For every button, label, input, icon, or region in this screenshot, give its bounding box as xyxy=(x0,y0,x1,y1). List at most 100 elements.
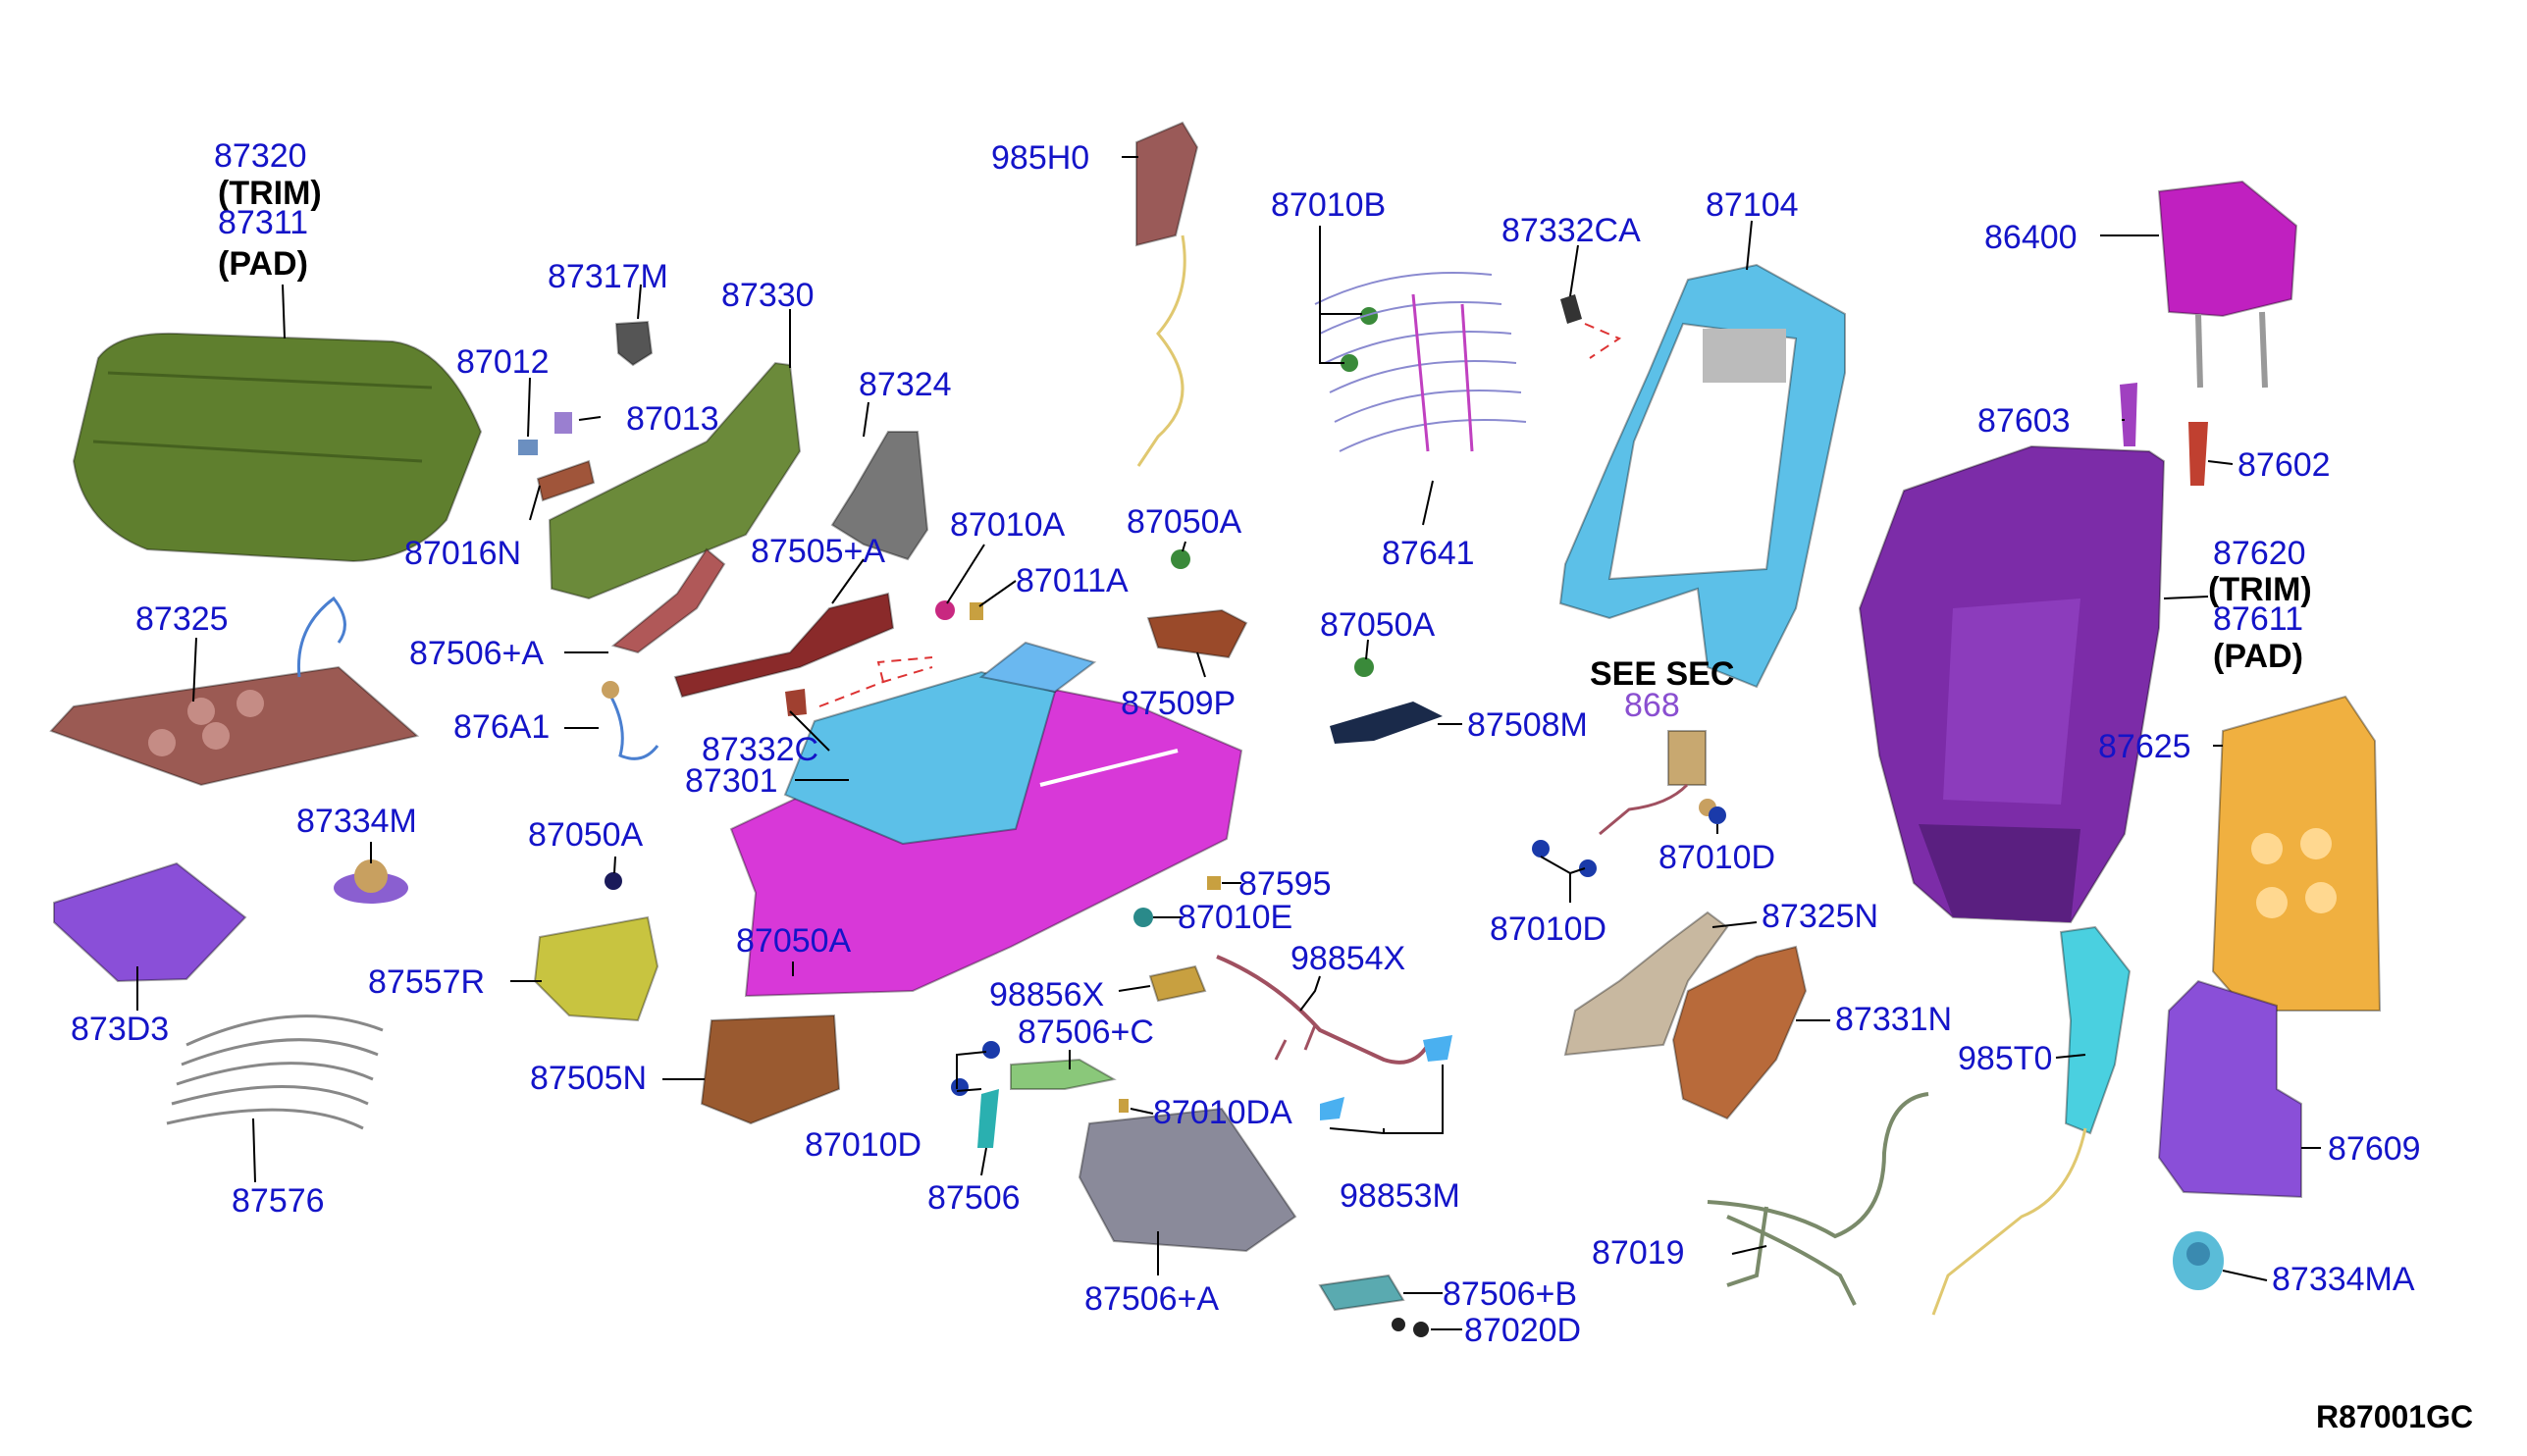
label-87311-pad: (PAD) xyxy=(218,245,308,283)
sensor-87334ma-part xyxy=(2173,1231,2224,1290)
bolt-87050a-3-part xyxy=(1171,549,1190,569)
clip-87010da-part xyxy=(1119,1099,1129,1113)
label-87641: 87641 xyxy=(1382,535,1475,572)
label-87506a-1: 87506+A xyxy=(409,635,544,672)
label-87332ca: 87332CA xyxy=(1501,212,1641,249)
clip-98853m-2-part xyxy=(1423,1035,1452,1062)
clip-87595-part xyxy=(1207,876,1221,890)
heater-wire xyxy=(296,596,346,678)
pad-87625-part xyxy=(2211,695,2382,1012)
see-sec-number: 868 xyxy=(1624,687,1680,724)
harness-87019-part xyxy=(1707,1092,1929,1306)
label-87311: 87311 xyxy=(218,204,308,241)
airbag-985t0-part xyxy=(2059,925,2132,1135)
callout-labels: 87320 (TRIM) 87311 (PAD) 87317M 87330 87… xyxy=(71,137,2473,1434)
label-87012: 87012 xyxy=(456,343,550,381)
bracket-87506-part xyxy=(977,1089,999,1148)
label-87020d: 87020D xyxy=(1464,1312,1581,1349)
cover-87505n-part xyxy=(700,1014,841,1125)
plate-87506a-2-part xyxy=(1078,1107,1297,1253)
label-87325: 87325 xyxy=(135,600,229,638)
seat-back-87620-part xyxy=(1858,444,2166,924)
plate-87508m-part xyxy=(1330,702,1443,744)
label-87324: 87324 xyxy=(859,366,952,403)
label-87506: 87506 xyxy=(927,1179,1021,1217)
label-87019: 87019 xyxy=(1592,1234,1685,1272)
seat-cushion-part xyxy=(72,332,483,563)
bracket-87506b-part xyxy=(1318,1274,1405,1312)
label-86400: 86400 xyxy=(1984,219,2078,256)
label-87611-pad: (PAD) xyxy=(2213,638,2303,675)
bolt-87050a-1-part xyxy=(605,872,622,890)
bracket-87325n-part xyxy=(1563,910,1729,1057)
see-sec-note: SEE SEC xyxy=(1590,655,1734,693)
bolt-87010e-part xyxy=(1133,908,1153,927)
label-87602: 87602 xyxy=(2237,446,2331,484)
label-87016n: 87016N xyxy=(404,535,521,572)
bolt-87020d-part xyxy=(1413,1322,1429,1337)
side-cover-87331n-part xyxy=(1671,945,1808,1120)
clip-87317m-part xyxy=(614,320,654,367)
seat-frame-87301-part xyxy=(729,641,1243,998)
spring-mat-87641-part xyxy=(1314,272,1527,452)
cover-87324-part xyxy=(830,431,929,561)
label-87325n: 87325N xyxy=(1762,898,1878,935)
dashed-guides xyxy=(818,323,1622,707)
side-panel-87330-part xyxy=(548,361,802,600)
label-87609: 87609 xyxy=(2328,1130,2421,1168)
label-98856x: 98856X xyxy=(989,976,1104,1014)
bracket-87506c-part xyxy=(1010,1058,1117,1090)
label-87010b: 87010B xyxy=(1271,186,1386,224)
label-87506b: 87506+B xyxy=(1443,1275,1577,1313)
label-87334ma: 87334MA xyxy=(2272,1261,2415,1298)
airbag-985t0-wire xyxy=(1931,1127,2087,1316)
label-87332c: 87332C xyxy=(702,731,818,768)
label-87505n: 87505N xyxy=(530,1060,647,1097)
label-985t0: 985T0 xyxy=(1958,1040,2052,1077)
label-87010da: 87010DA xyxy=(1153,1094,1292,1131)
bolt-87010d-2-part xyxy=(1709,806,1726,824)
label-87010a: 87010A xyxy=(950,506,1066,544)
label-87320: 87320 xyxy=(214,137,307,175)
lumbar-868-part xyxy=(1599,730,1716,836)
label-87050a-2: 87050A xyxy=(736,922,852,960)
clip-87332ca-part xyxy=(1560,294,1582,324)
bracket-87509p-part xyxy=(1146,608,1248,659)
diagram-code: R87001GC xyxy=(2316,1399,2473,1434)
label-87603: 87603 xyxy=(1977,402,2071,440)
label-87320-trim: (TRIM) xyxy=(218,175,322,212)
label-87505a: 87505+A xyxy=(751,533,885,570)
heater-mat-holes xyxy=(148,690,264,756)
airbag-985h0-wire xyxy=(1136,234,1186,467)
label-87625: 87625 xyxy=(2098,728,2191,765)
plate-873d3-part xyxy=(53,861,247,983)
bracket-87505a-part xyxy=(673,592,895,699)
label-87509p: 87509P xyxy=(1121,685,1236,722)
guide-87602-part xyxy=(2188,422,2208,486)
label-87010e: 87010E xyxy=(1178,899,1292,936)
clip-87332c-part xyxy=(785,689,807,716)
connector-98856x-part xyxy=(1148,964,1207,1003)
clip-98853m-1-part xyxy=(1320,1097,1344,1120)
label-87508m: 87508M xyxy=(1467,706,1588,744)
label-876a1: 876A1 xyxy=(453,708,550,746)
clip-87010b-1-part xyxy=(1360,307,1378,325)
board-87609-part xyxy=(2157,979,2302,1199)
label-87050a-4: 87050A xyxy=(1320,606,1436,644)
label-87331n: 87331N xyxy=(1835,1001,1952,1038)
label-98853m: 98853M xyxy=(1340,1177,1460,1215)
label-98854x: 98854X xyxy=(1290,940,1405,977)
bolt-87010d-1-part xyxy=(982,1041,1000,1059)
label-87301: 87301 xyxy=(685,762,778,800)
label-87010d-2: 87010D xyxy=(1658,839,1775,876)
label-87506c: 87506+C xyxy=(1018,1014,1154,1051)
headrest-86400-part xyxy=(2157,180,2298,389)
label-87620: 87620 xyxy=(2213,535,2306,572)
heater-mat-87325-part xyxy=(49,665,420,787)
leader-lines xyxy=(136,156,2321,1330)
label-87334m: 87334M xyxy=(296,803,417,840)
label-87595: 87595 xyxy=(1238,865,1332,903)
label-87010d-3: 87010D xyxy=(1490,910,1606,948)
wire-876a1-part xyxy=(606,691,659,760)
airbag-985h0-part xyxy=(1135,121,1199,247)
